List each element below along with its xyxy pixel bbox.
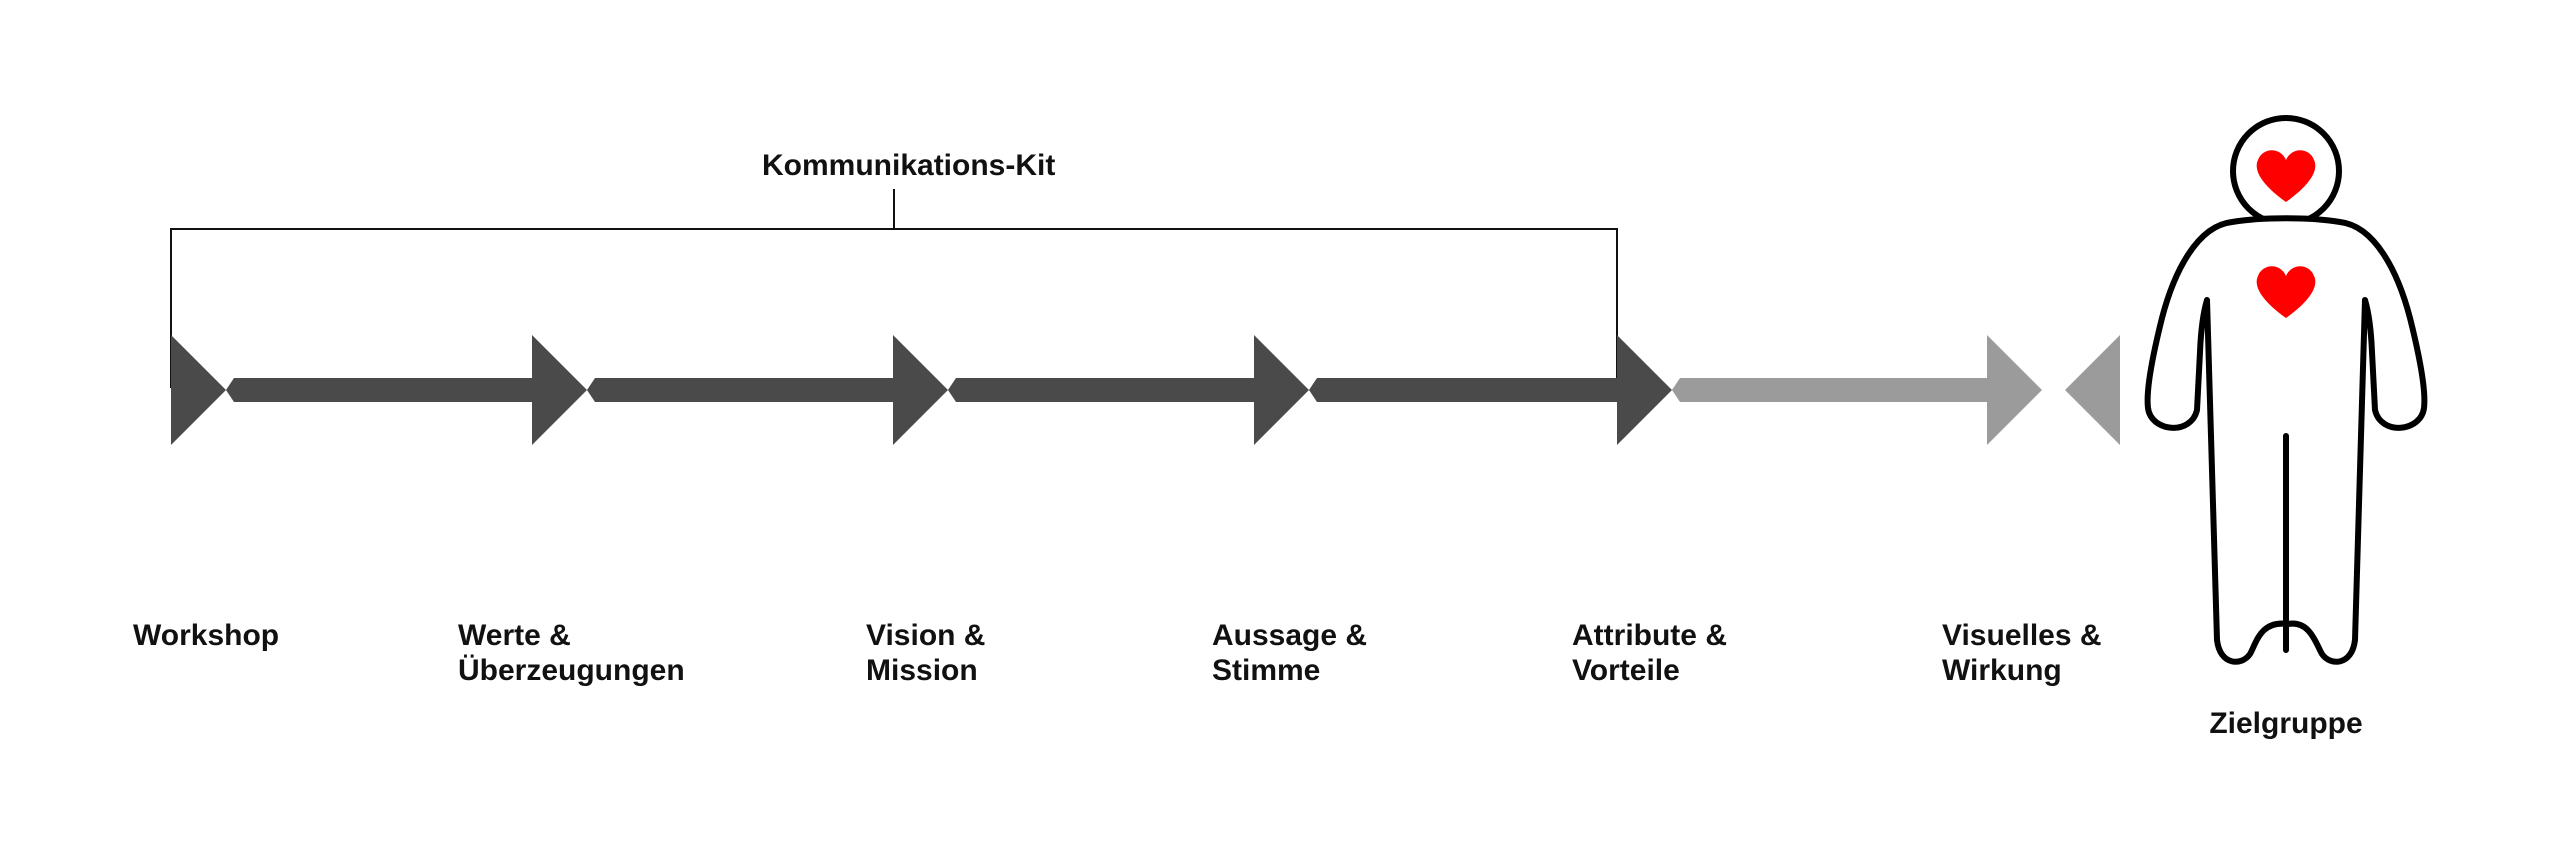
heart-icon [2256, 266, 2316, 318]
person-with-hearts-icon [2144, 115, 2428, 665]
dark-arrow-chain [171, 335, 1672, 445]
step-label-line: Stimme [1212, 654, 1321, 687]
arrow-shaft-2 [587, 378, 893, 402]
step-label-workshop: Workshop [133, 618, 279, 653]
step-label-line: Werte & [458, 619, 571, 652]
step-label-line: Visuelles & [1942, 619, 2102, 652]
arrow-reverse-head [2065, 335, 2120, 445]
step-label-attributes: Attribute & Vorteile [1572, 618, 1727, 688]
target-label-text: Zielgruppe [2209, 707, 2363, 740]
step-label-line: Workshop [133, 619, 280, 652]
arrow-head-5 [1987, 335, 2042, 445]
arrow-head-2 [893, 335, 948, 445]
step-label-line: Vorteile [1572, 654, 1680, 687]
step-label-vision: Vision & Mission [866, 618, 985, 688]
step-label-line: Aussage & [1212, 619, 1368, 652]
arrow-head-4 [1617, 335, 1672, 445]
step-label-line: Attribute & [1572, 619, 1727, 652]
light-arrow-chain [1672, 335, 2120, 445]
arrow-shaft-5 [1672, 378, 1987, 402]
arrow-shaft-4 [1309, 378, 1617, 402]
step-label-values: Werte & Überzeugungen [458, 618, 685, 688]
kit-label: Kommunikations-Kit [762, 148, 1055, 183]
step-label-message: Aussage & Stimme [1212, 618, 1367, 688]
arrow-head-3 [1254, 335, 1309, 445]
kit-bracket [170, 189, 1618, 388]
step-label-line: Mission [866, 654, 978, 687]
step-label-line: Vision & [866, 619, 986, 652]
arrow-head-workshop [171, 335, 226, 445]
arrow-shaft-3 [948, 378, 1254, 402]
arrow-shaft-1 [226, 378, 532, 402]
step-label-line: Überzeugungen [458, 654, 685, 687]
heart-icon [2256, 150, 2316, 202]
kit-label-text: Kommunikations-Kit [762, 149, 1056, 182]
step-label-visuals: Visuelles & Wirkung [1942, 618, 2102, 688]
step-label-line: Wirkung [1942, 654, 2062, 687]
arrow-head-1 [532, 335, 587, 445]
